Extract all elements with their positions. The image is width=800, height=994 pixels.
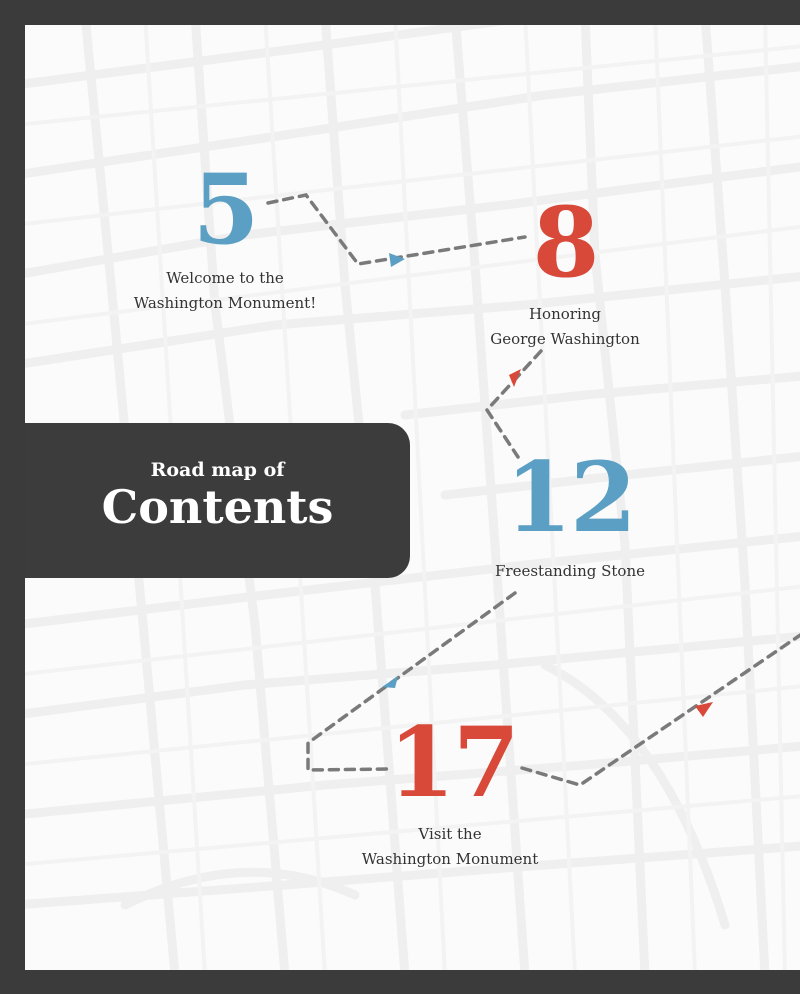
toc-entry-line: Washington Monument! (133, 294, 317, 312)
toc-entry-welcome[interactable]: Welcome to the Washington Monument! (100, 266, 350, 316)
toc-entry-line: George Washington (490, 330, 640, 348)
page-number-12: 12 (505, 441, 637, 554)
route-path (266, 193, 800, 787)
toc-entry-line: Freestanding Stone (495, 562, 645, 580)
route-arrow-icon (509, 369, 521, 387)
page-number-5: 5 (192, 153, 260, 266)
route-arrow-icon (389, 253, 405, 267)
route-arrow-icon (382, 676, 398, 688)
page-title: Contents (101, 480, 334, 534)
toc-entry-line: Visit the (418, 825, 482, 843)
toc-entry-line: Honoring (528, 305, 602, 323)
page-number-17: 17 (388, 706, 520, 819)
title-subheading: Road map of (150, 459, 285, 481)
toc-entry-visit[interactable]: Visit the Washington Monument (325, 822, 575, 872)
toc-entry-line: Washington Monument (361, 850, 539, 868)
route-arrow-icon (695, 702, 713, 717)
page-number-8: 8 (532, 186, 600, 299)
toc-entry-honoring[interactable]: Honoring George Washington (440, 302, 690, 352)
contents-title-box: Road map of Contents (25, 423, 410, 578)
toc-entry-freestanding-stone[interactable]: Freestanding Stone (445, 559, 695, 584)
toc-entry-line: Welcome to the (166, 269, 284, 287)
contents-page: 5 Welcome to the Washington Monument! 8 … (25, 25, 800, 970)
